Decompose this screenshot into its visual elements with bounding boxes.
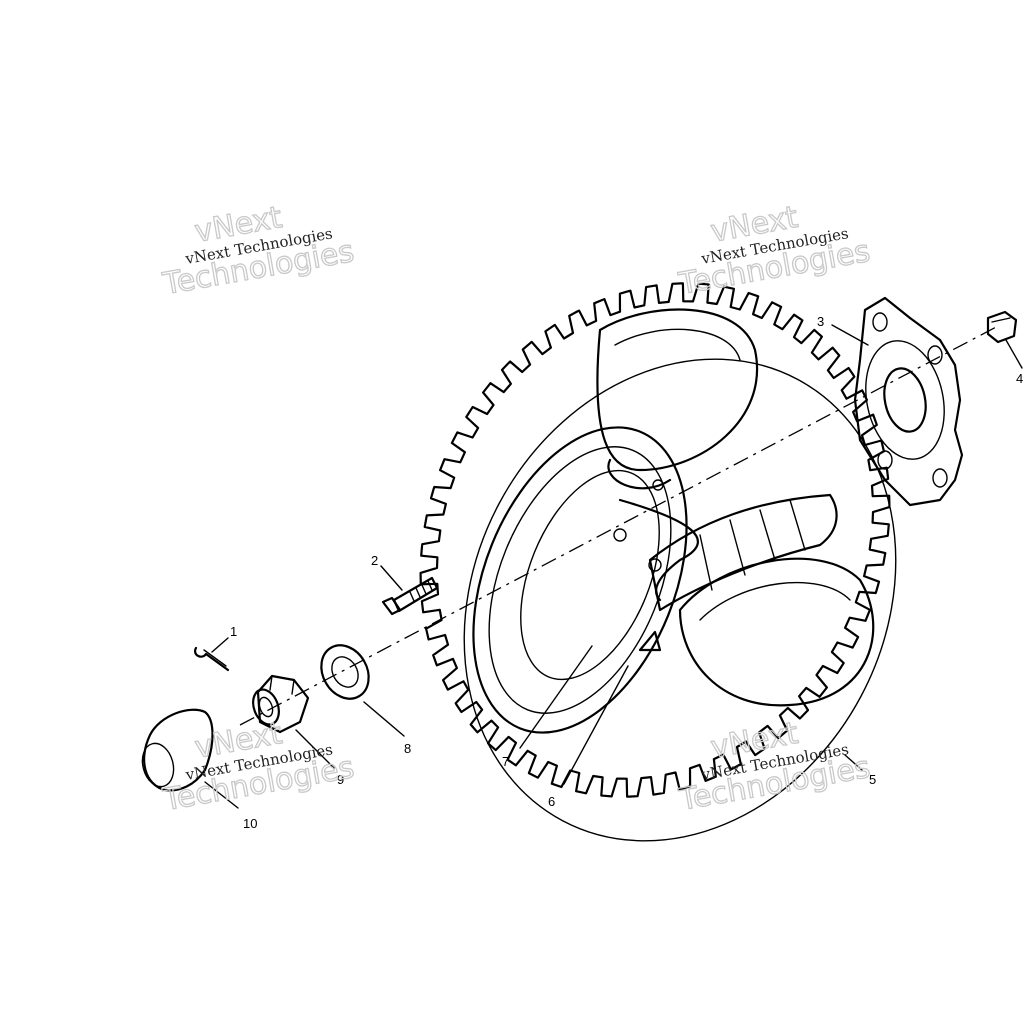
watermark-bottom-left: vNext Technologies vNext Technologies [159, 715, 357, 818]
wheel-hub [853, 296, 964, 507]
washer [320, 644, 370, 700]
callout-1: 1 [230, 624, 237, 639]
tire-tread-outline [419, 282, 891, 798]
leader-lines [204, 324, 1023, 809]
castle-nut [252, 674, 310, 734]
callout-9: 9 [337, 772, 344, 787]
tire-sidewall [463, 358, 897, 842]
callout-labels: 1 2 3 4 5 6 7 8 9 10 [230, 314, 1023, 831]
watermark-top-right: vNext Technologies vNext Technologies [675, 199, 873, 302]
lug-nut [986, 310, 1018, 344]
callout-10: 10 [243, 816, 257, 831]
callout-8: 8 [404, 741, 411, 756]
wheel-rim [472, 308, 875, 734]
watermark-top-left: vNext Technologies vNext Technologies [159, 199, 357, 302]
callout-2: 2 [371, 553, 378, 568]
callout-7: 7 [502, 754, 509, 769]
callout-3: 3 [817, 314, 824, 329]
watermark-bottom-right: vNext Technologies vNext Technologies [675, 715, 873, 818]
bolt [381, 576, 439, 616]
hub-cap [141, 708, 214, 792]
callout-4: 4 [1016, 371, 1023, 386]
callout-6: 6 [548, 794, 555, 809]
tire [419, 282, 897, 842]
callout-5: 5 [869, 772, 876, 787]
assembly-axis [239, 324, 1001, 726]
cotter-pin [194, 646, 230, 672]
